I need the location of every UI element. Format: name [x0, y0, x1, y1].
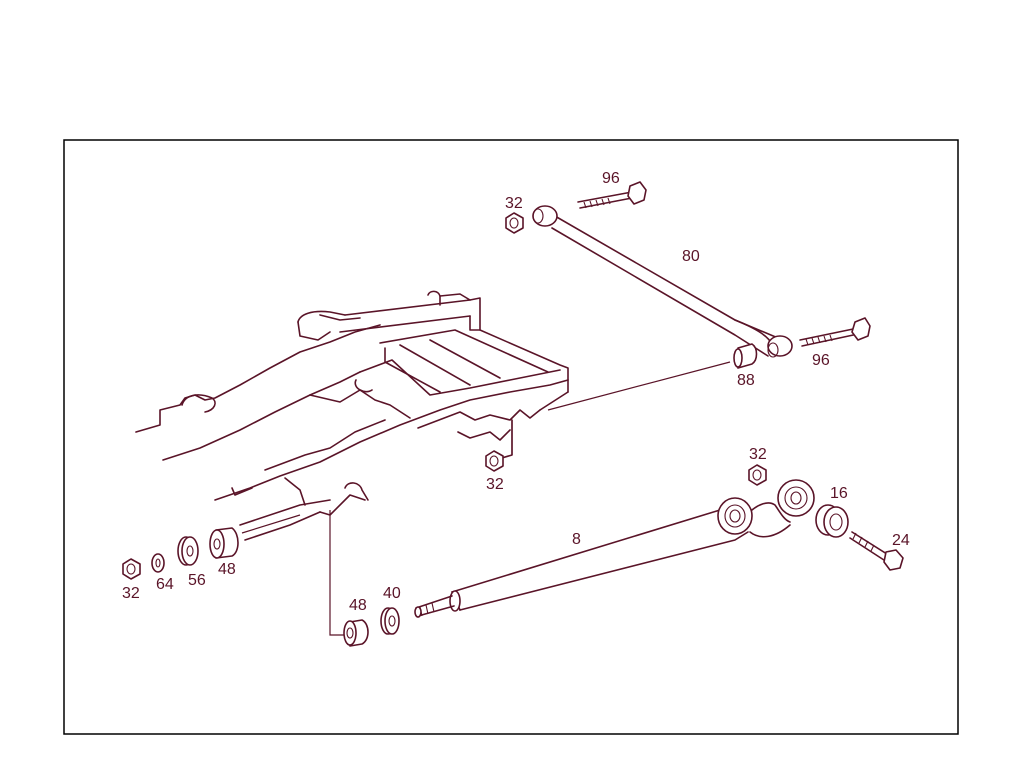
callout-64: 64	[156, 576, 174, 593]
bushing-16-icon	[815, 504, 849, 538]
callout-32-arm: 32	[749, 446, 767, 463]
callout-96-right: 96	[812, 352, 830, 369]
callout-24: 24	[892, 532, 910, 549]
bolt-96-right-icon	[799, 317, 871, 347]
callout-16: 16	[830, 485, 848, 502]
callout-32-upper: 32	[505, 195, 523, 212]
callout-88: 88	[737, 372, 755, 389]
bolt-96-upper-icon	[577, 181, 647, 209]
callout-40: 40	[383, 585, 401, 602]
washer-40-icon	[380, 607, 400, 635]
washer-56-icon	[177, 536, 199, 566]
bolt-24-icon	[849, 531, 904, 571]
bushing-48-left-icon	[209, 527, 239, 559]
bushing-48-lower-icon	[343, 619, 369, 647]
bushing-88-icon	[733, 343, 758, 369]
callout-48-left: 48	[218, 561, 236, 578]
washer-64-icon	[151, 553, 165, 573]
chassis-frame	[135, 290, 569, 541]
callout-48-lower: 48	[349, 597, 367, 614]
upper-control-rod	[532, 205, 793, 358]
nut-32-frame-icon	[485, 450, 504, 472]
lower-control-arm	[414, 479, 815, 618]
callout-32-left: 32	[122, 585, 140, 602]
callout-32-frame: 32	[486, 476, 504, 493]
diagram-frame	[63, 139, 959, 735]
callout-80: 80	[682, 248, 700, 265]
callout-line-88	[547, 361, 731, 411]
callout-line-left-stack	[241, 514, 301, 534]
nut-32-arm-icon	[748, 464, 767, 486]
nut-32-upper-icon	[505, 212, 524, 234]
callout-96-upper: 96	[602, 170, 620, 187]
callout-line-lower-stack	[329, 510, 345, 636]
nut-32-left-icon	[122, 558, 141, 580]
callout-56: 56	[188, 572, 206, 589]
callout-8: 8	[572, 531, 581, 548]
